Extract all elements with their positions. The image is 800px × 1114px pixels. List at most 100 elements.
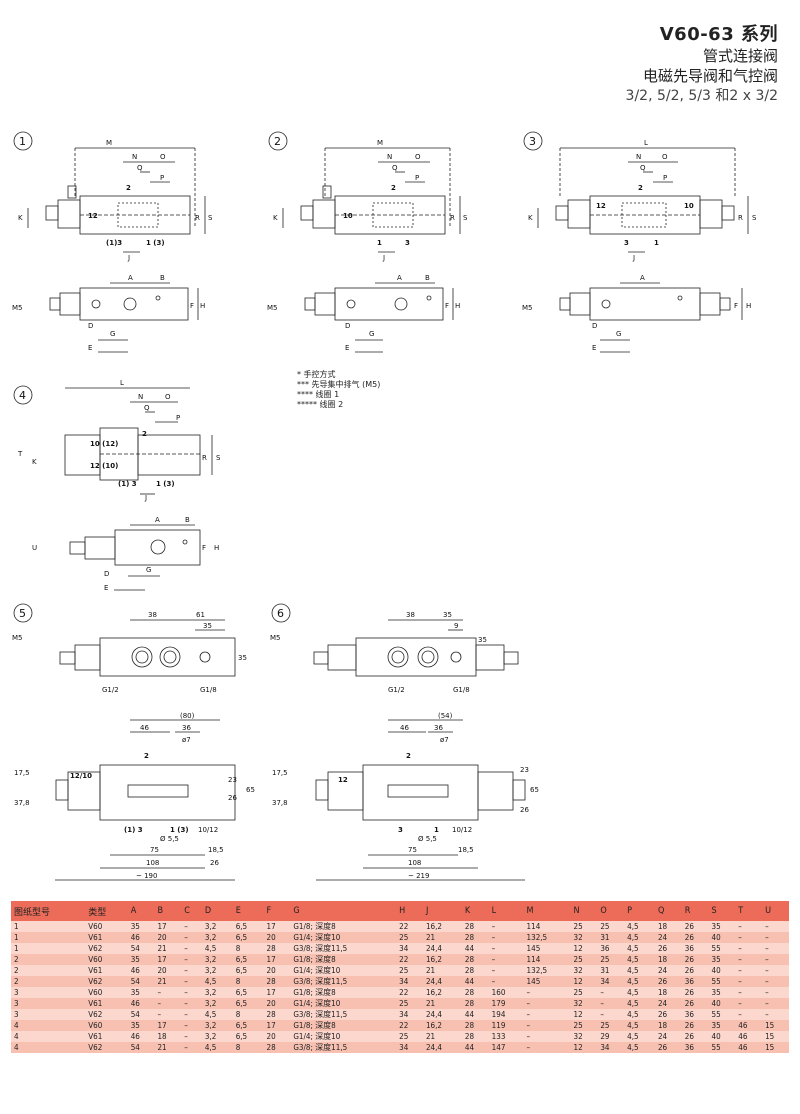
dim-75: 75 [150, 846, 159, 854]
coil-right-label: 10/12 [198, 826, 218, 834]
table-cell: 36 [681, 976, 709, 987]
table-cell: 8 [232, 976, 264, 987]
table-cell: 25 [570, 921, 598, 932]
table-cell: 147 [488, 1042, 524, 1053]
table-cell: V62 [85, 1009, 128, 1020]
table-cell: 3,2 [201, 921, 233, 932]
port-left-label: (1)3 [106, 239, 122, 247]
dim-r: R [195, 214, 200, 222]
table-cell: 4,5 [201, 943, 233, 954]
dim-e: E [345, 344, 349, 352]
table-cell: G3/8; 深度11,5 [290, 1009, 397, 1020]
col-header: 类型 [85, 901, 128, 921]
dim-m5: M5 [522, 304, 533, 312]
dim-q: Q [137, 164, 143, 172]
table-cell: 44 [461, 976, 489, 987]
table-cell: 119 [488, 1020, 524, 1031]
table-cell: – [762, 976, 789, 987]
table-cell: 32 [570, 965, 598, 976]
table-cell: – [597, 1009, 625, 1020]
table-cell: – [181, 1009, 202, 1020]
dim-35b: 35 [238, 654, 247, 662]
table-cell: 1 [11, 921, 86, 932]
table-cell: 18 [654, 921, 682, 932]
dim-23: 23 [228, 776, 237, 784]
table-cell: 26 [681, 1020, 709, 1031]
table-cell: – [762, 965, 789, 976]
table-cell: – [181, 921, 202, 932]
port-g12: G1/2 [388, 686, 405, 694]
table-cell: 32 [570, 998, 598, 1009]
dim-k: K [273, 214, 278, 222]
port-right-label: 3 [405, 239, 410, 247]
coil-top-label: 10 (12) [90, 440, 118, 448]
note-4: ***** 线圈 2 [297, 400, 344, 409]
table-cell: – [735, 921, 763, 932]
dim-k: K [528, 214, 533, 222]
dim-h: H [214, 544, 219, 552]
table-cell: 17 [263, 1020, 291, 1031]
col-header: B [154, 901, 182, 921]
dim-d: D [345, 322, 350, 330]
dim-65: 65 [530, 786, 539, 794]
dim-s: S [208, 214, 213, 222]
table-cell: 17 [263, 954, 291, 965]
table-cell: 8 [232, 1009, 264, 1020]
table-cell: 46 [127, 965, 155, 976]
port-right-label: 1 [654, 239, 659, 247]
dim-f: F [202, 544, 206, 552]
table-cell: – [154, 987, 182, 998]
table-cell: 35 [708, 954, 736, 965]
dim-190: ~ 190 [136, 872, 157, 880]
table-cell: 17 [154, 1020, 182, 1031]
table-cell: 28 [461, 921, 489, 932]
col-header: N [570, 901, 598, 921]
table-cell: 6,5 [232, 921, 264, 932]
dim-n: N [387, 153, 392, 161]
coil-right-label: 10/12 [452, 826, 472, 834]
table-header-row: 图纸型号 类型 A B C D E F G H J K L M N O P Q … [11, 901, 789, 921]
table-cell: 6,5 [232, 987, 264, 998]
table-cell: 6,5 [232, 965, 264, 976]
port-g12: G1/2 [102, 686, 119, 694]
table-cell: – [762, 921, 789, 932]
dim-g: G [369, 330, 374, 338]
table-cell: 46 [127, 998, 155, 1009]
dim-75: 75 [408, 846, 417, 854]
table-cell: 4 [11, 1042, 86, 1053]
table-cell: – [181, 987, 202, 998]
dim-108: 108 [146, 859, 159, 867]
table-cell: G1/8; 深度8 [290, 1020, 397, 1031]
dim-e: E [88, 344, 92, 352]
table-cell: G3/8; 深度11,5 [290, 976, 397, 987]
table-cell: 31 [597, 932, 625, 943]
table-cell: 15 [762, 1020, 789, 1031]
table-cell: 17 [263, 921, 291, 932]
diagram-3: 3 L N O Q P 12 10 2 K R S 3 1 J A M5 F H… [520, 128, 780, 363]
table-cell: 55 [708, 1042, 736, 1053]
port-2-label: 2 [638, 184, 643, 192]
port-left-label: 3 [398, 826, 403, 834]
table-cell: – [735, 932, 763, 943]
table-cell: 26 [654, 943, 682, 954]
table-cell: 54 [127, 976, 155, 987]
table-cell: – [181, 965, 202, 976]
dim-54: (54) [438, 712, 453, 720]
dim-g: G [110, 330, 115, 338]
table-cell: 3,2 [201, 954, 233, 965]
dim-b: B [425, 274, 430, 282]
table-cell: 34 [396, 943, 423, 954]
table-cell: 28 [263, 1042, 291, 1053]
col-header: A [127, 901, 155, 921]
table-cell: 8 [232, 943, 264, 954]
dim-q: Q [392, 164, 398, 172]
table-cell: – [735, 987, 763, 998]
table-cell: 54 [127, 1042, 155, 1053]
dim-h: H [746, 302, 751, 310]
table-cell: 4,5 [624, 1042, 655, 1053]
dim-p: P [160, 174, 164, 182]
dim-l: L [644, 139, 648, 147]
